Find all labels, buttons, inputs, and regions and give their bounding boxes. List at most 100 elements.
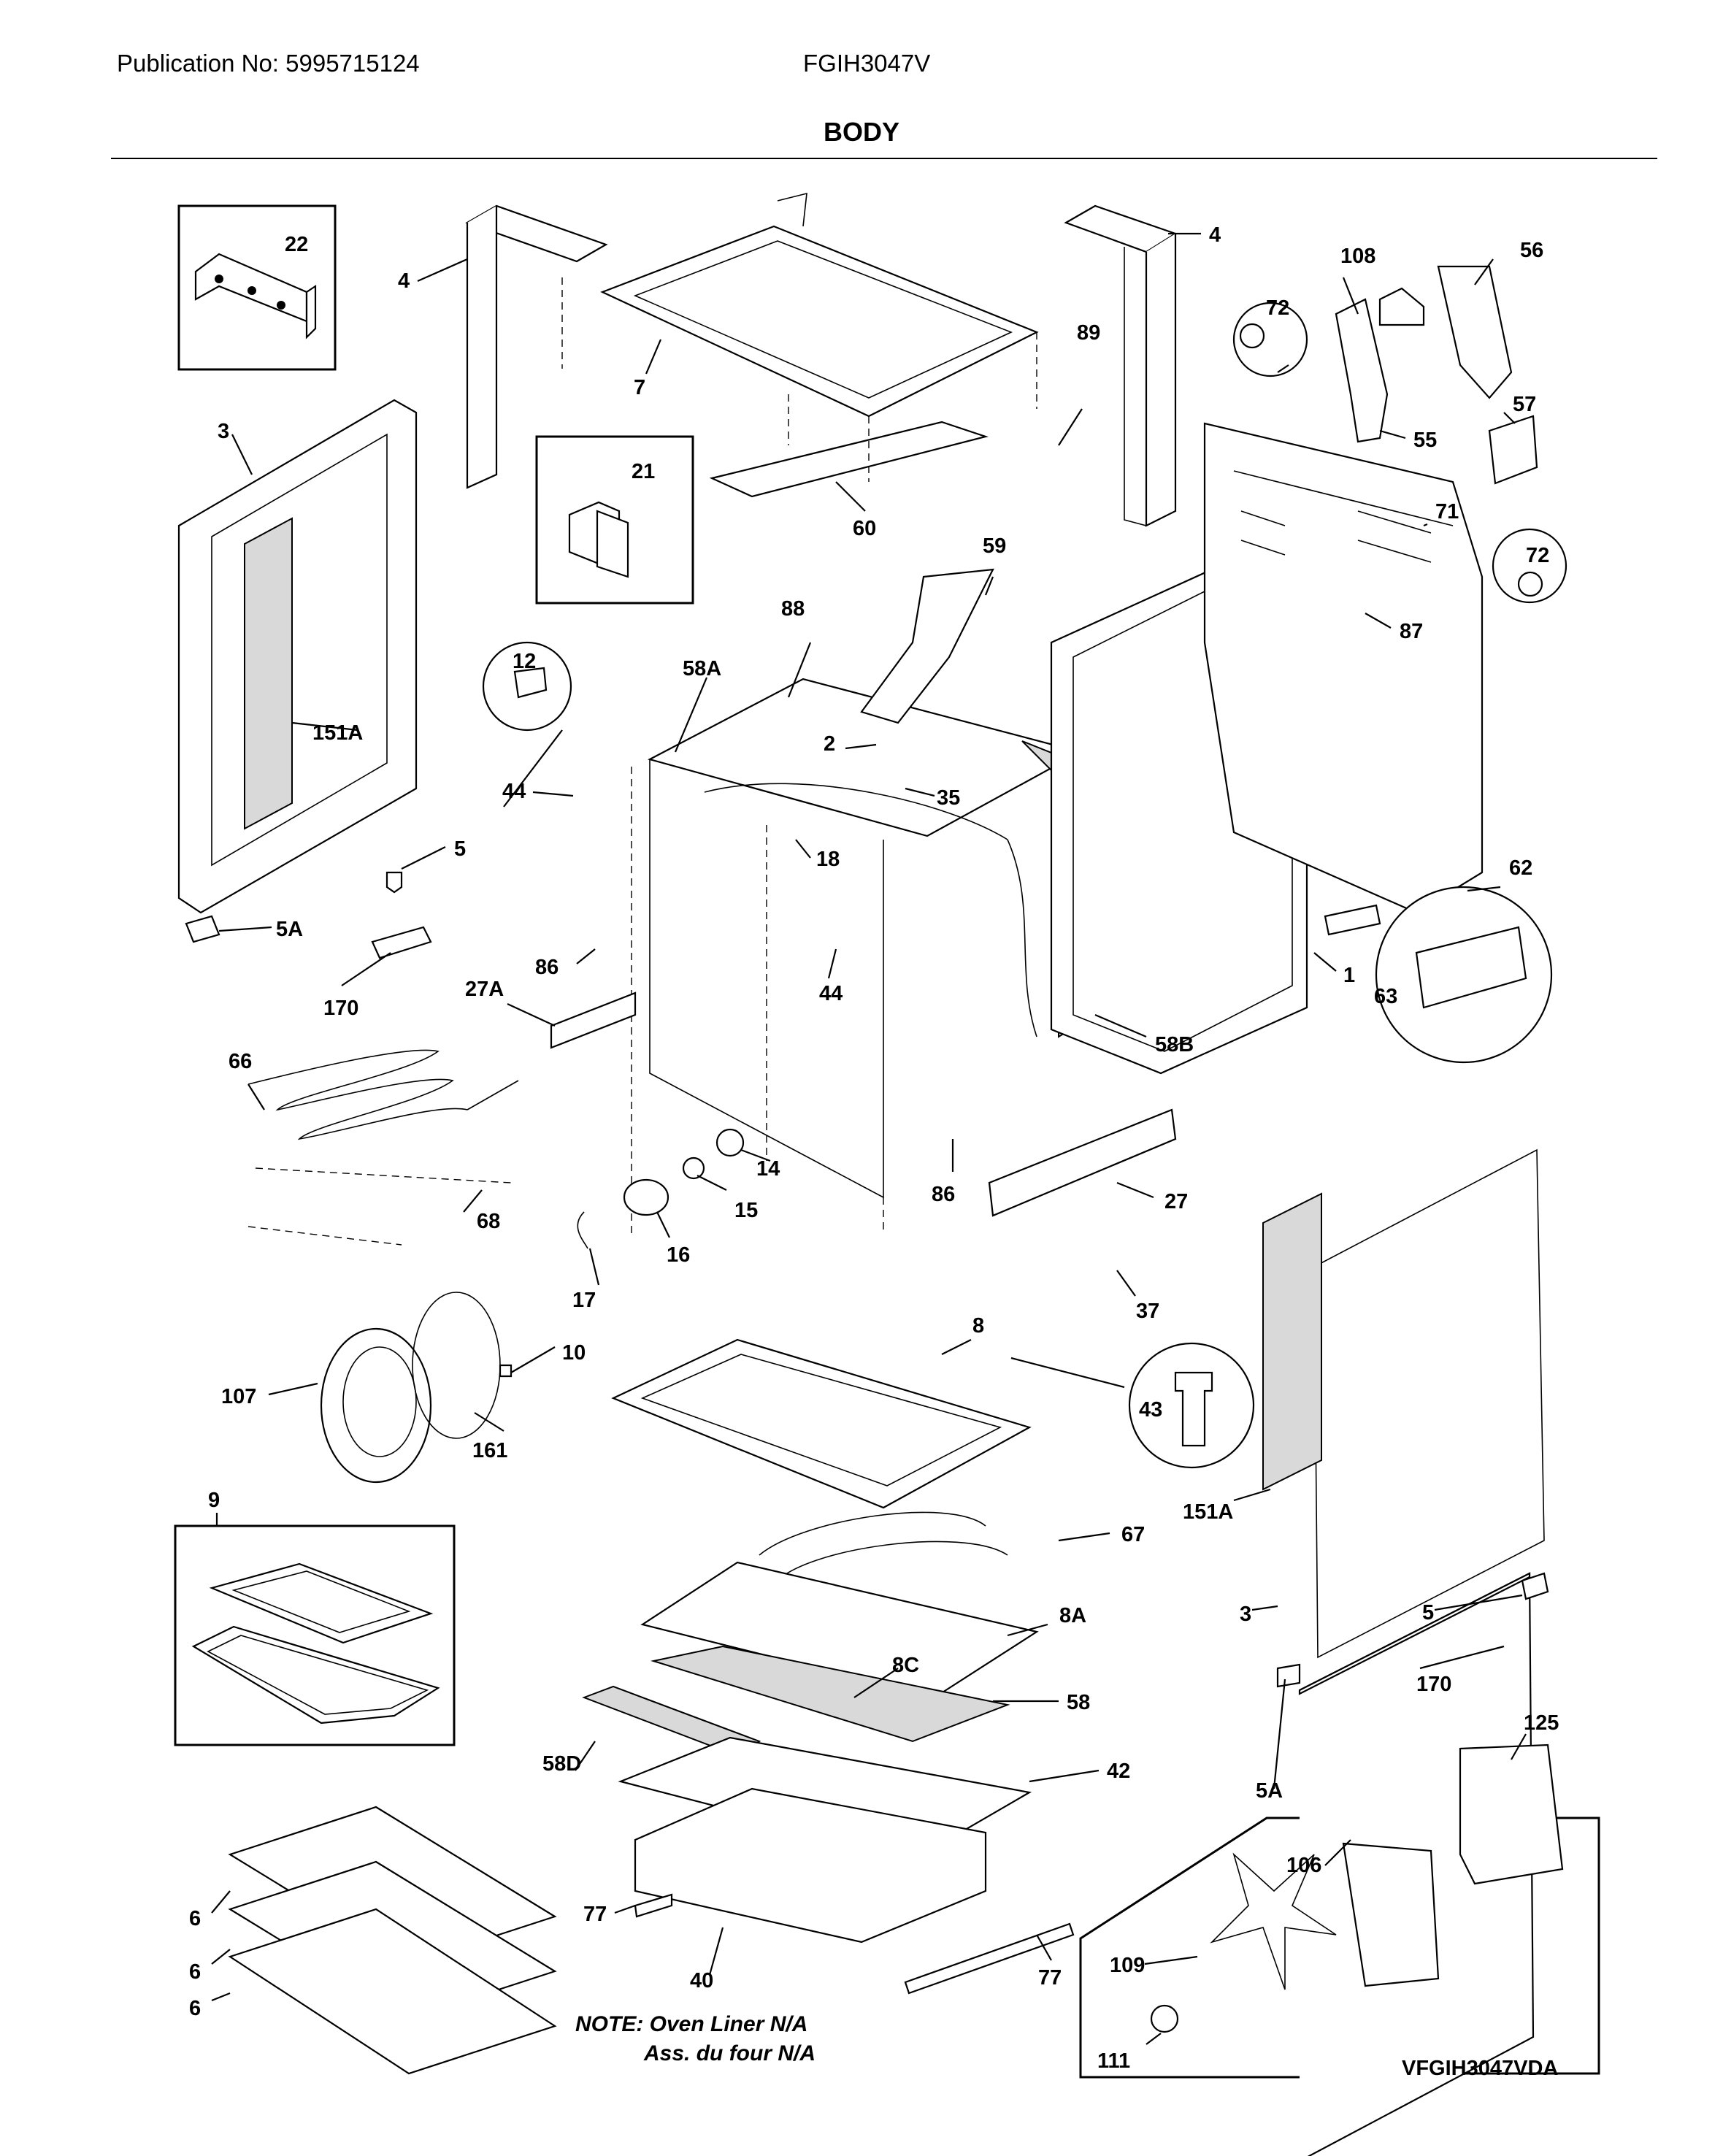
wire-part-68 xyxy=(247,1167,512,1246)
callout-106: 106 xyxy=(1286,1854,1321,1877)
note-line-1: NOTE: Oven Liner N/A xyxy=(575,2012,807,2036)
callout-125: 125 xyxy=(1524,1711,1559,1735)
callout-5a-right: 5A xyxy=(1256,1779,1283,1803)
callout-108: 108 xyxy=(1340,245,1375,268)
oven-rack-part-6-bottom xyxy=(228,1908,557,2075)
model-number: FGIH3047V xyxy=(803,50,931,77)
insulation-part-151a-right xyxy=(1262,1192,1322,1491)
rail-part-60 xyxy=(709,421,989,498)
side-panel-part-3-left xyxy=(177,399,418,914)
cover-part-57 xyxy=(1488,415,1538,485)
callout-58: 58 xyxy=(1067,1691,1090,1714)
part-21-inset-box xyxy=(535,435,694,605)
callout-161: 161 xyxy=(472,1439,507,1462)
note-line-2: Ass. du four N/A xyxy=(643,2041,816,2065)
oven-cavity-top xyxy=(648,678,1083,837)
callout-63: 63 xyxy=(1374,985,1397,1008)
fan-cover-part-107 xyxy=(320,1327,432,1484)
bracket-part-27 xyxy=(988,1108,1177,1217)
hinge-part-170-left xyxy=(371,926,432,959)
callout-3-right: 3 xyxy=(1240,1603,1251,1626)
callout-12: 12 xyxy=(513,650,536,673)
clip-part-10 xyxy=(499,1364,513,1378)
callout-107: 107 xyxy=(221,1385,256,1408)
cooktop-frame-part-7 xyxy=(600,225,1039,418)
callout-5a-left: 5A xyxy=(276,918,303,941)
drawing-id: VFGIH3047VDA xyxy=(1402,2057,1558,2080)
callout-88: 88 xyxy=(781,597,805,621)
callout-86-b: 86 xyxy=(932,1183,955,1206)
callout-42: 42 xyxy=(1107,1760,1130,1783)
oven-bottom-part-8 xyxy=(611,1338,1032,1509)
callout-170-right: 170 xyxy=(1416,1673,1451,1696)
callout-62: 62 xyxy=(1509,856,1532,880)
callout-4-right: 4 xyxy=(1209,223,1221,247)
insulation-part-58 xyxy=(651,1645,1010,1743)
callout-5-right: 5 xyxy=(1422,1601,1434,1624)
callout-72-a: 72 xyxy=(1266,296,1289,320)
callout-44-b: 44 xyxy=(819,982,843,1005)
callout-67: 67 xyxy=(1121,1523,1145,1546)
callout-17: 17 xyxy=(572,1289,596,1312)
callout-37: 37 xyxy=(1136,1300,1159,1323)
callout-87: 87 xyxy=(1400,620,1423,643)
callout-16: 16 xyxy=(667,1243,690,1267)
callout-59: 59 xyxy=(983,534,1006,558)
callout-1: 1 xyxy=(1343,964,1355,987)
callout-56: 56 xyxy=(1520,239,1543,262)
part-9-inset-box xyxy=(174,1524,456,1746)
callout-89: 89 xyxy=(1077,321,1100,345)
lamp-socket-part-14 xyxy=(715,1128,745,1157)
clip-part-17 xyxy=(577,1211,588,1249)
callout-40: 40 xyxy=(690,1969,713,1992)
drawer-part-40 xyxy=(634,1787,987,1944)
callout-44-a: 44 xyxy=(502,780,526,803)
vent-duct-part-59 xyxy=(860,568,994,724)
callout-8: 8 xyxy=(972,1314,984,1338)
callout-10: 10 xyxy=(562,1341,586,1365)
bulb-part-15 xyxy=(682,1156,705,1180)
callout-111: 111 xyxy=(1097,2049,1130,2073)
bake-element-part-67 xyxy=(759,1511,1008,1585)
convection-element-part-161 xyxy=(412,1292,501,1439)
header-divider xyxy=(111,158,1657,159)
page-title: BODY xyxy=(823,117,899,147)
leader-lines xyxy=(211,232,1527,2045)
callout-3-left: 3 xyxy=(218,420,229,443)
hinge-part-5a-left xyxy=(185,915,220,943)
callout-58a: 58A xyxy=(683,657,721,680)
fan-blade-part-109 xyxy=(1210,1852,1337,1990)
callout-55: 55 xyxy=(1413,429,1437,452)
callout-35: 35 xyxy=(937,786,960,810)
module-part-108 xyxy=(1378,287,1425,326)
side-trim-part-4-right xyxy=(1145,234,1177,527)
callout-5-left: 5 xyxy=(454,837,466,861)
callout-170-left: 170 xyxy=(323,997,358,1020)
hinge-part-5-left xyxy=(385,871,403,894)
callout-6-bottom: 6 xyxy=(189,1997,201,2020)
callout-4-left: 4 xyxy=(398,269,410,293)
callout-15: 15 xyxy=(734,1199,758,1222)
callout-71: 71 xyxy=(1435,500,1459,523)
broil-element-part-66 xyxy=(247,1049,468,1140)
callout-77-right: 77 xyxy=(1038,1966,1062,1990)
callout-151a-right: 151A xyxy=(1183,1500,1233,1524)
callout-86-a: 86 xyxy=(535,956,559,979)
callout-151a-left: 151A xyxy=(312,721,363,745)
callout-6-middle: 6 xyxy=(189,1960,201,1984)
bracket-part-22 xyxy=(194,253,317,339)
broil-pan-part-9 xyxy=(191,1562,440,1725)
callout-27a: 27A xyxy=(465,978,504,1001)
insulation-part-151a-left xyxy=(244,517,293,830)
motor-bracket-part-106 xyxy=(1342,1842,1440,1987)
insulation-part-58d xyxy=(582,1685,761,1757)
callout-9: 9 xyxy=(208,1489,220,1512)
callout-6-top: 6 xyxy=(189,1907,201,1930)
hinge-receptacle-part-21 xyxy=(568,501,629,578)
bracket-part-55 xyxy=(1335,298,1389,443)
callout-43: 43 xyxy=(1139,1398,1162,1422)
callout-14: 14 xyxy=(756,1157,780,1181)
part-72-detail-circle-a xyxy=(1232,302,1308,377)
callout-7: 7 xyxy=(634,376,645,399)
